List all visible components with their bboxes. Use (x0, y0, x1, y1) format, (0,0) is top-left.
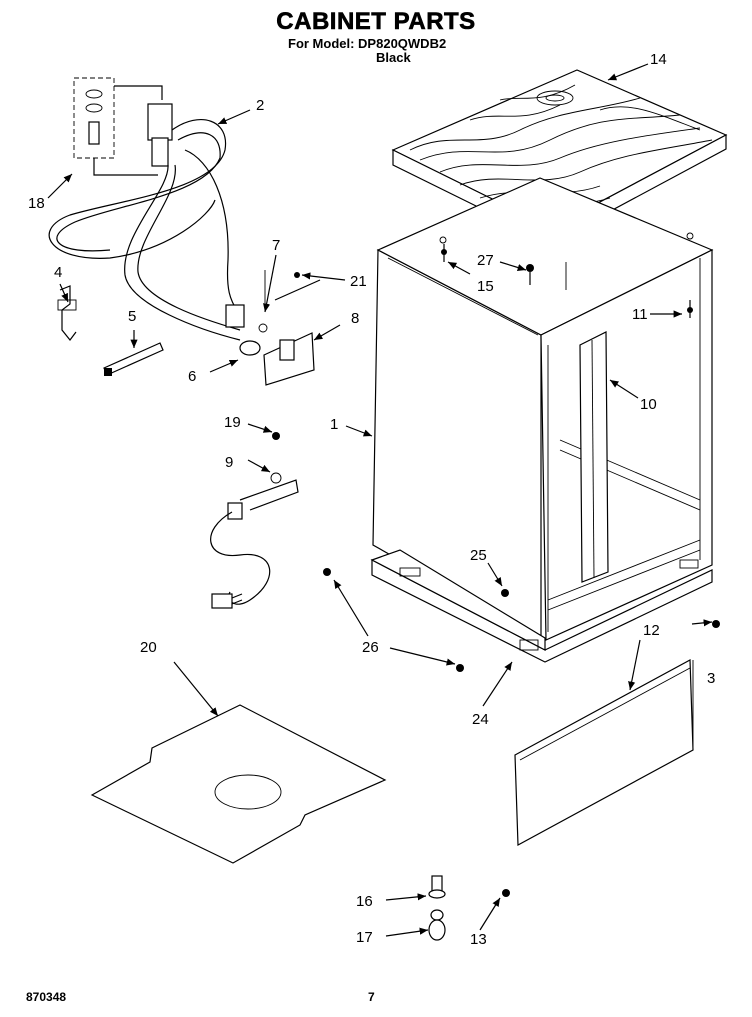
doc-number: 870348 (26, 990, 67, 1004)
part-label-2: 2 (256, 97, 264, 114)
part-label-8: 8 (351, 310, 359, 327)
part-label-4: 4 (54, 264, 62, 281)
floor-pad (90, 704, 387, 864)
kick-plate (514, 659, 694, 846)
part-label-6: 6 (188, 368, 196, 385)
part-label-26: 26 (362, 639, 379, 656)
fasteners (323, 244, 720, 897)
page-number: 7 (368, 990, 375, 1004)
part-label-3: 3 (707, 670, 715, 687)
part-label-7: 7 (272, 237, 280, 254)
part-label-21: 21 (350, 273, 367, 290)
cabinet-base (370, 549, 713, 663)
part-label-16: 16 (356, 893, 373, 910)
power-cord (210, 432, 299, 609)
part-label-18: 18 (28, 195, 45, 212)
part-label-14: 14 (650, 51, 667, 68)
leader-arrows (47, 63, 713, 937)
part-label-11: 11 (632, 306, 648, 323)
upper-left-parts (258, 270, 321, 386)
color-line: Black (376, 50, 411, 65)
part-label-1: 1 (330, 416, 338, 433)
part-label-12: 12 (643, 622, 660, 639)
part-labels: 1 2 3 4 5 6 7 8 9 10 11 12 13 14 15 16 1… (28, 51, 715, 948)
part-label-27: 27 (477, 252, 494, 269)
part-label-17: 17 (356, 929, 373, 946)
part-label-13: 13 (470, 931, 487, 948)
page-title: CABINET PARTS (276, 8, 476, 36)
part-label-10: 10 (640, 396, 657, 413)
small-left-parts (57, 285, 164, 376)
hose-assembly (48, 77, 261, 356)
model-line: For Model: DP820QWDB2 (288, 36, 447, 51)
caster (428, 875, 446, 941)
part-label-5: 5 (128, 308, 136, 325)
part-label-19: 19 (224, 414, 241, 431)
cabinet-body (372, 177, 714, 642)
part-label-15: 15 (477, 278, 494, 295)
part-label-24: 24 (472, 711, 489, 728)
part-label-9: 9 (225, 454, 233, 471)
part-label-20: 20 (140, 639, 157, 656)
part-label-25: 25 (470, 547, 487, 564)
